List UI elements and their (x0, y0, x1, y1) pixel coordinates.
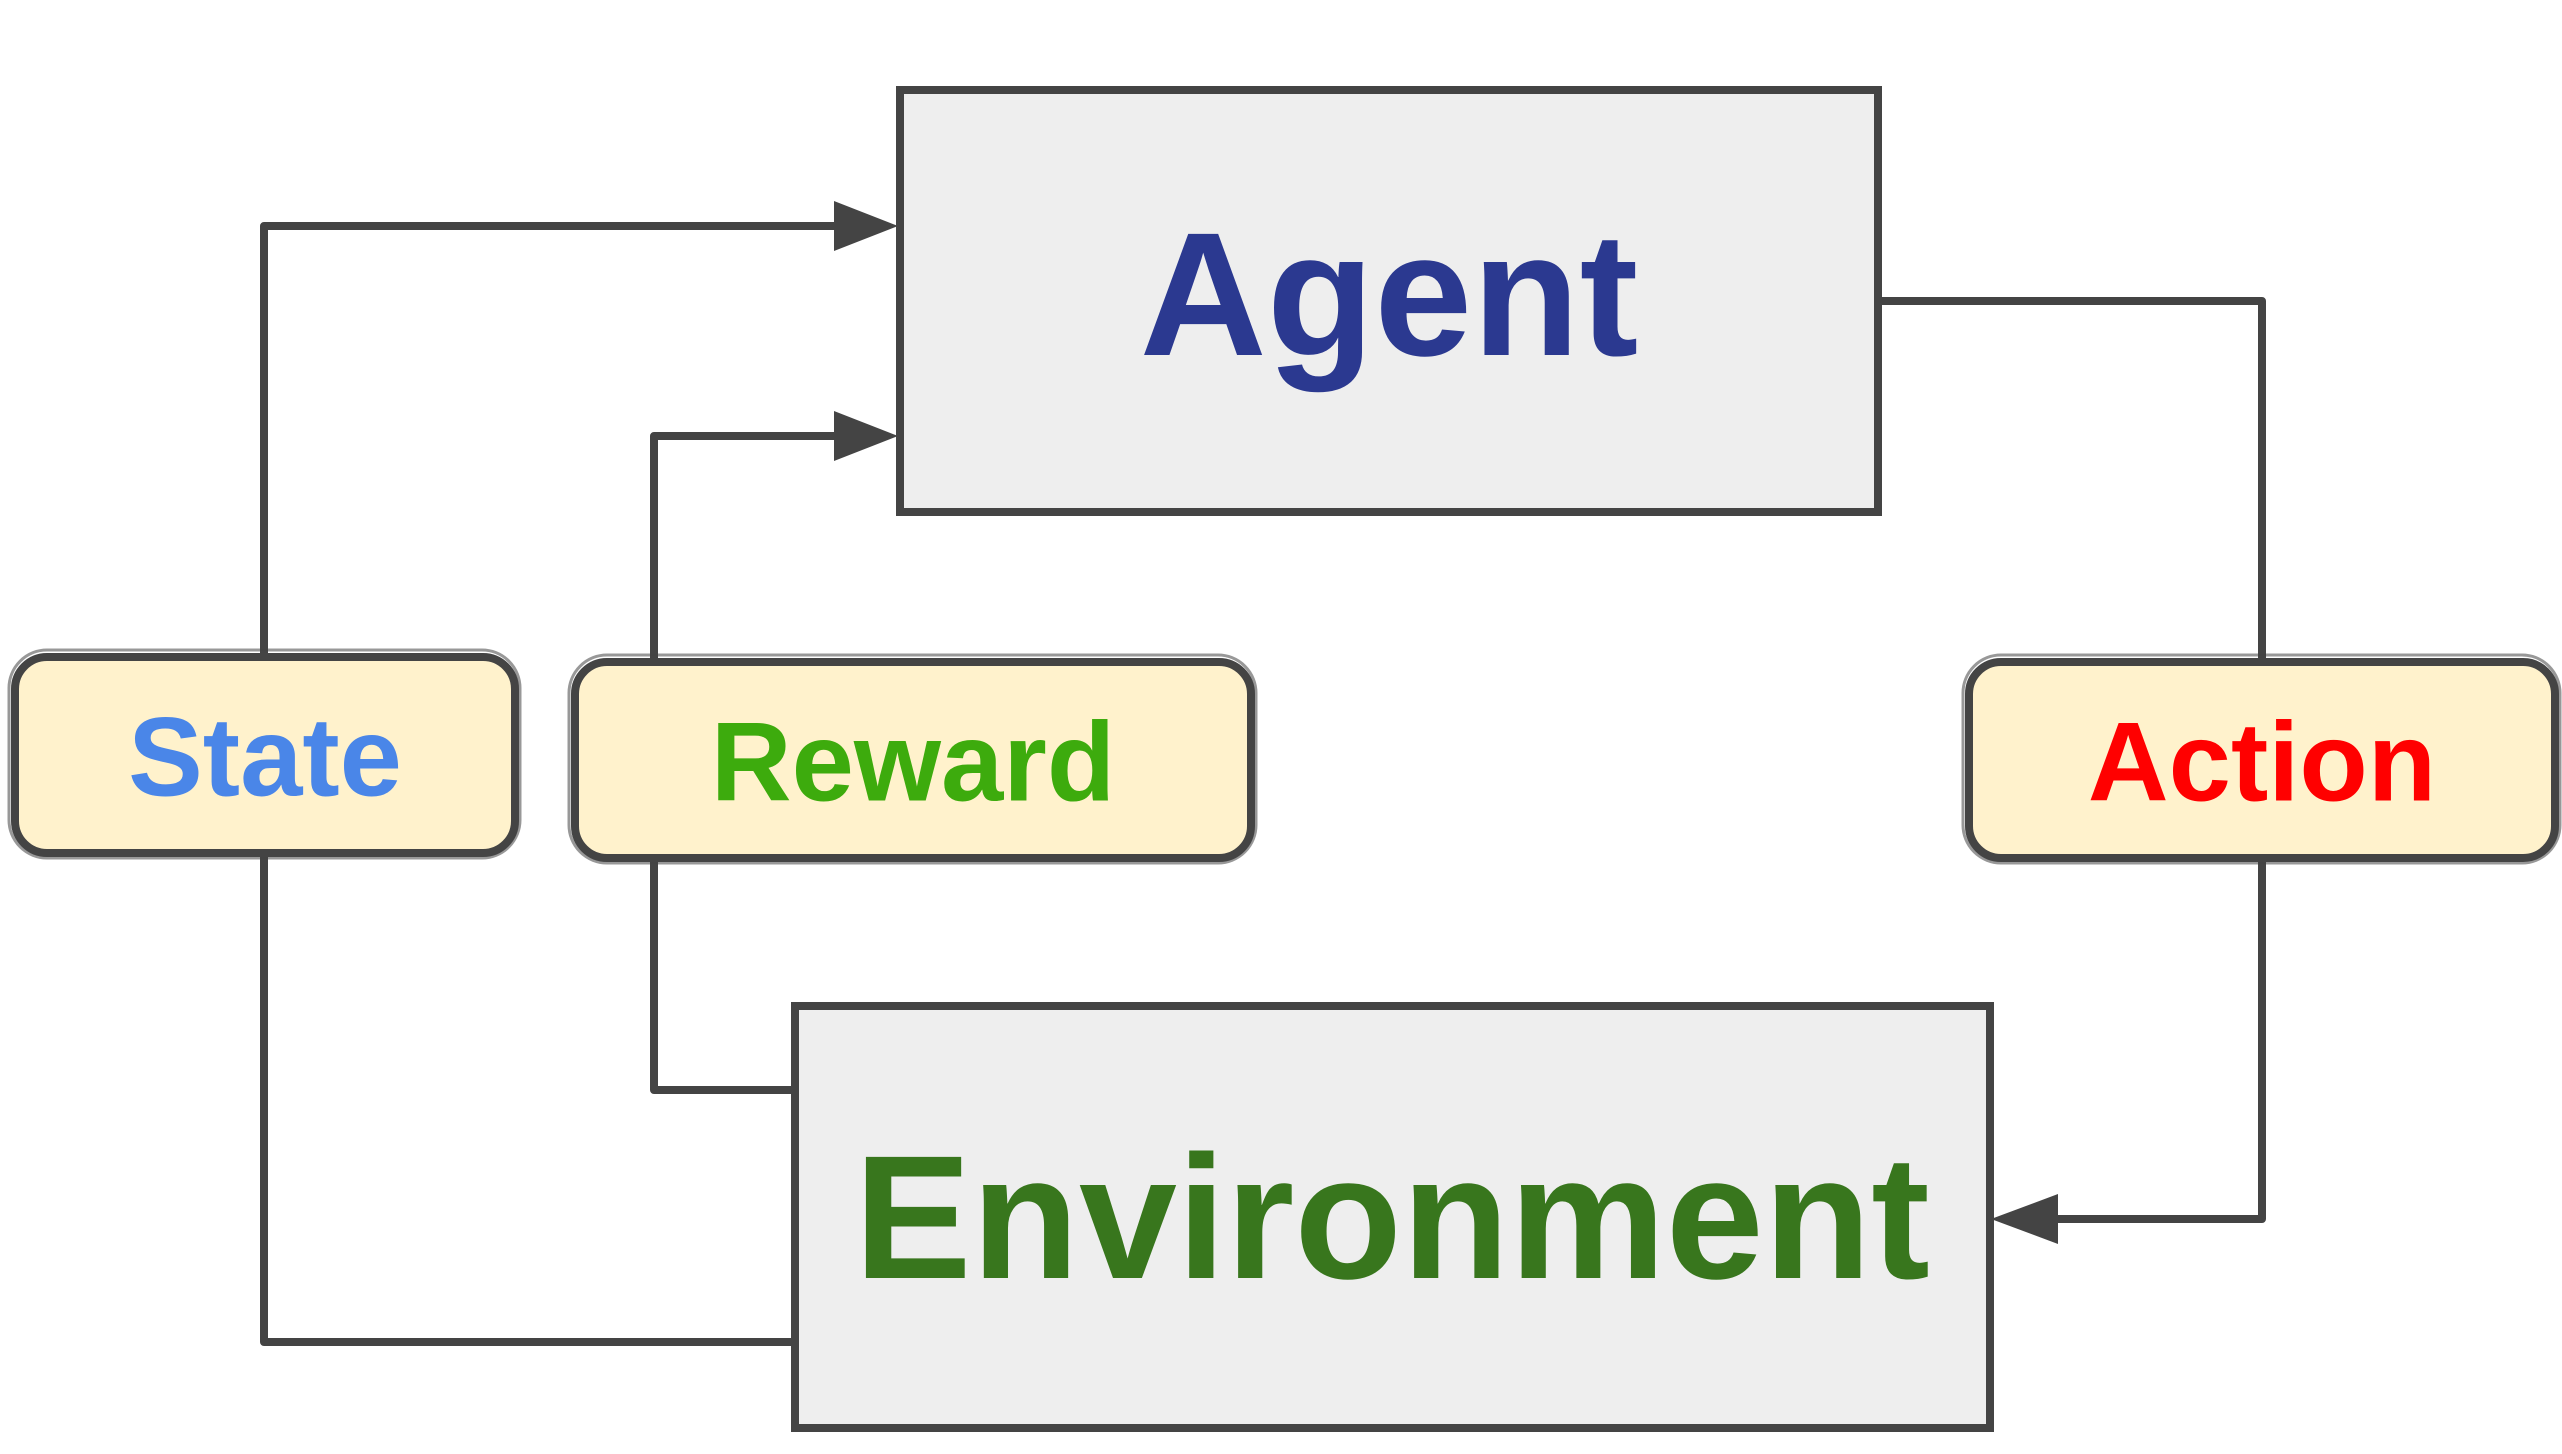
action-label: Action (2088, 700, 2436, 825)
state-to-agent-arrowhead (834, 201, 898, 251)
action-to-environment-arrowhead (1991, 1194, 2058, 1244)
environment-node: Environment (791, 1002, 1994, 1432)
action-to-environment-connector (2044, 856, 2266, 1223)
reward-label: Reward (711, 700, 1116, 825)
agent-box (896, 86, 1882, 516)
reward-pill (571, 658, 1255, 862)
agent-label: Agent (1140, 197, 1639, 393)
action-signal: Action (1961, 653, 2562, 865)
environment-to-state-connector (260, 851, 797, 1346)
agent-to-action-connector (1878, 297, 2266, 664)
environment-label: Environment (854, 1120, 1930, 1316)
reward-to-agent-arrowhead (834, 411, 898, 461)
environment-to-reward-connector (650, 856, 797, 1094)
state-signal: State (7, 648, 522, 860)
environment-box (791, 1002, 1994, 1432)
reward-to-agent-connector (650, 432, 844, 664)
reward-signal: Reward (567, 653, 1258, 865)
state-label: State (128, 695, 402, 820)
action-pill (1965, 658, 2559, 862)
state-pill (11, 653, 519, 857)
agent-node: Agent (896, 86, 1882, 516)
state-to-agent-connector (260, 222, 844, 659)
